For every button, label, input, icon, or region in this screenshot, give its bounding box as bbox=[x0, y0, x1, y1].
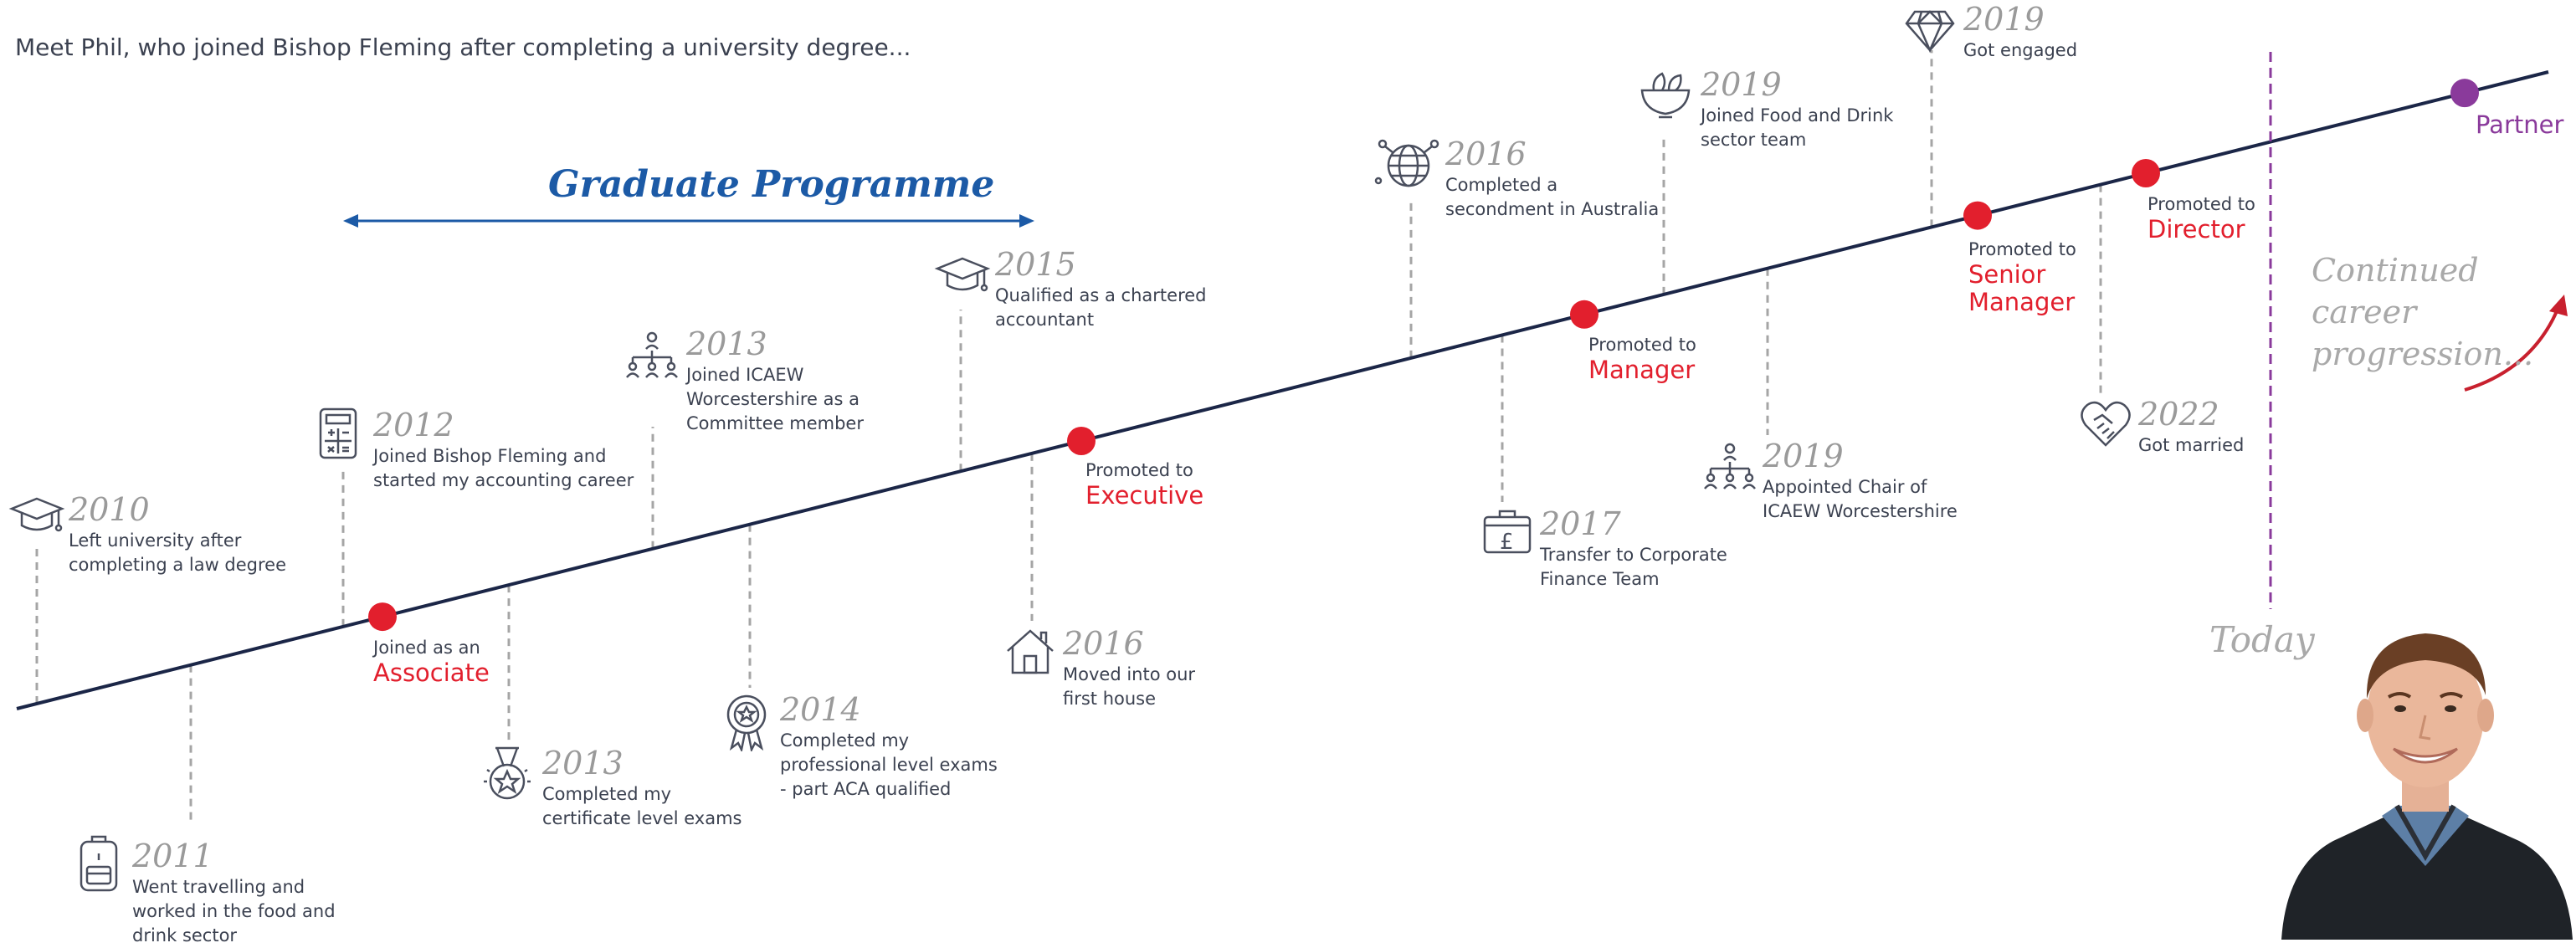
graduation-cap-icon bbox=[8, 492, 65, 539]
calculator-icon bbox=[318, 407, 358, 460]
backpack-icon bbox=[77, 833, 121, 894]
event-text: Got engaged bbox=[1963, 40, 2078, 60]
milestone-prefix: Joined as an bbox=[373, 638, 480, 658]
org-chart-icon bbox=[1702, 442, 1758, 490]
event-2011: 2011 Went travelling and worked in the f… bbox=[132, 840, 408, 948]
event-text: Completed a secondment in Australia bbox=[1445, 175, 1660, 219]
event-text: Appointed Chair of ICAEW Worcestershire bbox=[1763, 477, 1958, 521]
event-text: Joined Bishop Fleming and started my acc… bbox=[373, 446, 634, 490]
food-bowl-icon bbox=[1639, 67, 1692, 120]
event-text: Joined Food and Drink sector team bbox=[1701, 105, 1894, 150]
milestone-dot-5 bbox=[2450, 79, 2479, 108]
milestone-prefix: Promoted to bbox=[1968, 239, 2076, 259]
event-text: Got married bbox=[2138, 435, 2245, 455]
milestone-title: Senior Manager bbox=[1968, 260, 2076, 316]
event-2013-icaew: 2013 Joined ICAEW Worcestershire as a Co… bbox=[686, 328, 962, 436]
event-2013-exams: 2013 Completed my certificate level exam… bbox=[542, 747, 818, 831]
event-2019-engaged: 2019 Got engaged bbox=[1963, 3, 2240, 63]
continued-progression-arrow bbox=[2464, 300, 2563, 392]
globe-icon bbox=[1374, 134, 1443, 192]
event-text: Completed my certificate level exams bbox=[542, 784, 742, 828]
event-2010: 2010 Left university after completing a … bbox=[69, 494, 345, 577]
today-label: Today bbox=[2209, 619, 2315, 660]
event-2012: 2012 Joined Bishop Fleming and started m… bbox=[373, 409, 649, 493]
milestone-associate: Joined as an Associate bbox=[373, 636, 591, 687]
milestone-prefix: Promoted to bbox=[1588, 335, 1696, 355]
event-2019-chair: 2019 Appointed Chair of ICAEW Worcesters… bbox=[1763, 440, 2039, 524]
event-text: Left university after completing a law d… bbox=[69, 530, 287, 575]
svg-text:£: £ bbox=[1500, 530, 1514, 555]
milestone-dot-3 bbox=[1963, 201, 1992, 230]
milestone-prefix: Promoted to bbox=[2148, 194, 2255, 214]
award-rosette-icon bbox=[725, 693, 768, 751]
event-text: Went travelling and worked in the food a… bbox=[132, 877, 336, 945]
event-year: 2011 bbox=[132, 838, 213, 874]
milestone-title: Executive bbox=[1085, 481, 1204, 510]
event-year: 2012 bbox=[373, 407, 454, 443]
milestone-title: Manager bbox=[1588, 356, 1696, 384]
milestone-title: Director bbox=[2148, 215, 2245, 243]
briefcase-pound-icon: £ bbox=[1481, 507, 1533, 556]
event-2016-secondment: 2016 Completed a secondment in Australia bbox=[1445, 138, 1722, 222]
medal-icon bbox=[479, 745, 536, 805]
event-year: 2014 bbox=[780, 691, 861, 728]
continued-progression-arrowhead bbox=[2549, 295, 2568, 316]
graduate-programme-arrow bbox=[343, 214, 1034, 228]
event-year: 2016 bbox=[1445, 136, 1527, 172]
milestone-director: Promoted to Director bbox=[2148, 192, 2365, 243]
heart-handshake-icon bbox=[2079, 398, 2132, 448]
event-text: Joined ICAEW Worcestershire as a Committ… bbox=[686, 365, 864, 433]
graduate-programme-label: Graduate Programme bbox=[548, 163, 995, 206]
event-year: 2010 bbox=[69, 491, 150, 528]
milestone-manager: Promoted to Manager bbox=[1588, 333, 1806, 384]
diamond-icon bbox=[1903, 8, 1957, 54]
event-year: 2013 bbox=[542, 745, 623, 781]
event-year: 2016 bbox=[1063, 625, 1144, 662]
event-year: 2017 bbox=[1540, 505, 1621, 542]
event-year: 2019 bbox=[1763, 438, 1844, 474]
event-2016-house: 2016 Moved into our first house bbox=[1063, 628, 1339, 711]
event-2022: 2022 Got married bbox=[2138, 398, 2414, 458]
event-year: 2019 bbox=[1963, 1, 2045, 38]
milestone-partner: Partner bbox=[2476, 110, 2564, 139]
milestone-executive: Promoted to Executive bbox=[1085, 459, 1303, 510]
graduation-cap-icon bbox=[934, 252, 991, 299]
event-text: Moved into our first house bbox=[1063, 664, 1196, 709]
event-text: Transfer to Corporate Finance Team bbox=[1540, 545, 1727, 589]
event-year: 2019 bbox=[1701, 66, 1782, 103]
event-year: 2022 bbox=[2138, 396, 2219, 433]
milestone-dot-4 bbox=[2132, 159, 2160, 188]
event-2017: 2017 Transfer to Corporate Finance Team bbox=[1540, 508, 1816, 592]
milestone-prefix: Promoted to bbox=[1085, 460, 1193, 480]
event-text: Qualified as a chartered accountant bbox=[995, 285, 1207, 330]
event-2014: 2014 Completed my professional level exa… bbox=[780, 694, 1056, 802]
milestone-dots bbox=[368, 79, 2479, 632]
event-leader-lines bbox=[35, 50, 2102, 824]
house-icon bbox=[1004, 628, 1056, 676]
intro-text: Meet Phil, who joined Bishop Fleming aft… bbox=[15, 33, 911, 61]
milestone-title: Associate bbox=[373, 658, 490, 687]
milestone-dot-1 bbox=[1067, 427, 1096, 456]
event-2015: 2015 Qualified as a chartered accountant bbox=[995, 249, 1271, 332]
phil-photo bbox=[2275, 590, 2576, 943]
event-text: Completed my professional level exams - … bbox=[780, 730, 998, 799]
timeline-axis bbox=[16, 70, 2549, 710]
event-year: 2015 bbox=[995, 246, 1076, 283]
milestone-dot-2 bbox=[1570, 300, 1598, 329]
milestone-dot-0 bbox=[368, 602, 397, 632]
milestone-senior-manager: Promoted to Senior Manager bbox=[1968, 238, 2186, 316]
org-chart-icon bbox=[624, 331, 680, 379]
continued-career-label: Continued career progression... bbox=[2312, 252, 2534, 372]
event-2019-food: 2019 Joined Food and Drink sector team bbox=[1701, 69, 1977, 152]
event-year: 2013 bbox=[686, 325, 767, 362]
